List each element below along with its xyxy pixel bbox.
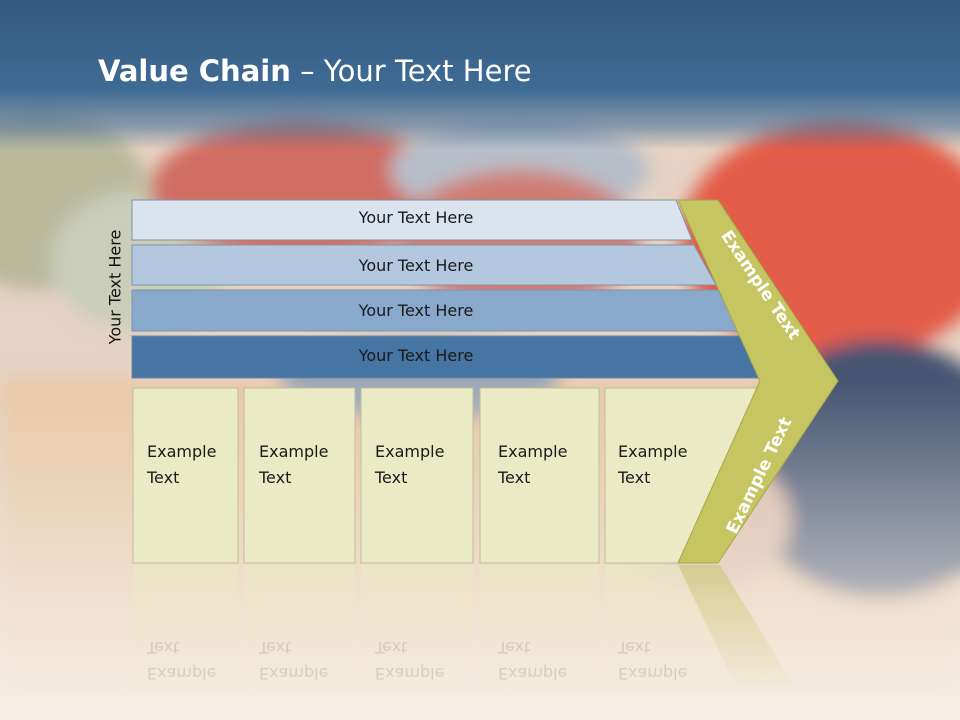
cell-1-reflection-line1: Example	[147, 664, 217, 683]
row-label-2: Your Text Here	[358, 256, 474, 275]
cell-3-reflection-line2: Text	[375, 638, 408, 657]
cell-4-reflection-line2: Text	[498, 638, 531, 657]
cell-3-line2: Text	[375, 468, 408, 487]
cell-text-reflection-4: Example Text	[498, 634, 588, 686]
cell-1-reflection-line2: Text	[147, 638, 180, 657]
row-label-4: Your Text Here	[358, 346, 474, 365]
cell-reflection-4	[480, 565, 599, 695]
row-label-3: Your Text Here	[358, 301, 474, 320]
row-band-1	[131, 199, 693, 241]
cell-reflection-3	[361, 565, 473, 695]
cell-5-reflection-line1: Example	[618, 664, 688, 683]
header-band	[0, 0, 960, 150]
cell-3	[360, 387, 474, 564]
cell-2-reflection-line2: Text	[259, 638, 292, 657]
cell-text-reflection-2: Example Text	[259, 634, 349, 686]
title-rest: – Your Text Here	[290, 54, 532, 88]
cell-2	[243, 387, 356, 564]
cell-reflection-1	[133, 565, 238, 695]
cell-5-reflection-line2: Text	[618, 638, 651, 657]
cell-3-reflection-line1: Example	[375, 664, 445, 683]
cell-5-line1: Example	[618, 442, 688, 461]
cell-1-line1: Example	[147, 442, 217, 461]
cell-text-5: Example Text	[618, 439, 708, 491]
cell-reflection-5	[605, 565, 740, 695]
cell-2-line1: Example	[259, 442, 329, 461]
cell-2-reflection-line1: Example	[259, 664, 329, 683]
slide-title: Value Chain – Your Text Here	[98, 54, 532, 88]
cell-4-reflection-line1: Example	[498, 664, 568, 683]
cell-text-reflection-1: Example Text	[147, 634, 237, 686]
cell-4-line1: Example	[498, 442, 568, 461]
row-label-1: Your Text Here	[358, 208, 474, 227]
cell-text-reflection-5: Example Text	[618, 634, 708, 686]
cell-text-1: Example Text	[147, 439, 237, 491]
title-bold: Value Chain	[98, 54, 291, 88]
cell-3-line1: Example	[375, 442, 445, 461]
cell-reflection-2	[244, 565, 355, 695]
cell-text-2: Example Text	[259, 439, 349, 491]
cell-1-line2: Text	[147, 468, 180, 487]
chevron-arrow	[677, 199, 839, 564]
cell-2-line2: Text	[259, 468, 292, 487]
cell-4	[479, 387, 600, 564]
cell-text-4: Example Text	[498, 439, 588, 491]
cell-4-line2: Text	[498, 468, 531, 487]
cell-1	[132, 387, 239, 564]
arrow-reflection	[678, 565, 800, 695]
cell-text-reflection-3: Example Text	[375, 634, 465, 686]
cell-5-line2: Text	[618, 468, 651, 487]
cell-text-3: Example Text	[375, 439, 465, 491]
